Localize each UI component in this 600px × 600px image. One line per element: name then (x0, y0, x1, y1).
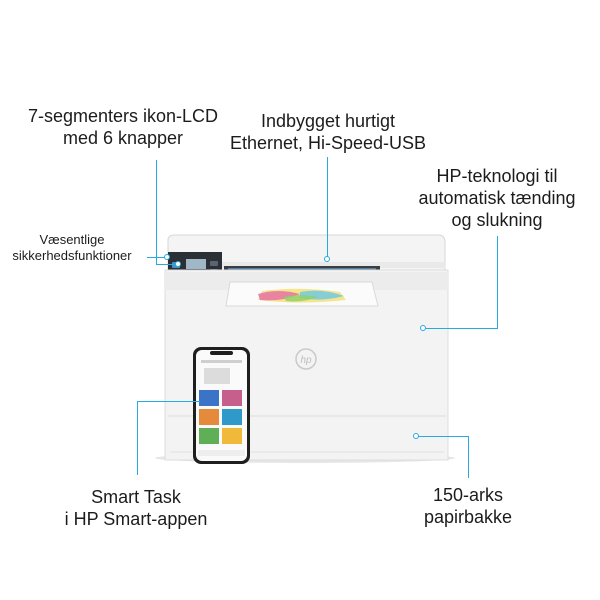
tray-marker (413, 433, 419, 439)
security-marker (164, 254, 170, 260)
callout-ethernet-line1: Indbygget hurtigt (260, 111, 396, 131)
security-leader (147, 257, 167, 258)
tray-leader-h (418, 436, 469, 437)
callout-security-line1: Væsentlige (39, 232, 105, 247)
tray-leader-v (468, 436, 469, 478)
callout-ethernet-line2: Ethernet, Hi-Speed-USB (229, 133, 427, 153)
callout-auto-onoff-line2: automatisk tænding (418, 188, 576, 208)
ethernet-leader (327, 157, 328, 258)
callout-smart-task-line2: i HP Smart-appen (64, 509, 208, 529)
callout-smart-task-line1: Smart Task (91, 487, 181, 507)
smart-task-leader-h (137, 401, 200, 402)
callout-smart-task: Smart Task i HP Smart-appen (44, 486, 228, 530)
auto-onoff-marker (420, 325, 426, 331)
callout-lcd-line2: med 6 knapper (62, 128, 184, 148)
callout-ethernet: Indbygget hurtigt Ethernet, Hi-Speed-USB (228, 110, 428, 154)
auto-onoff-leader-v (497, 236, 498, 328)
lcd-leader-h (156, 264, 178, 265)
callout-auto-onoff: HP-teknologi til automatisk tænding og s… (408, 165, 586, 231)
lcd-marker (175, 261, 181, 267)
callout-tray: 150-arks papirbakke (398, 484, 538, 528)
callout-tray-line1: 150-arks (432, 485, 504, 505)
callout-lcd-line1: 7-segmenters ikon-LCD (27, 106, 219, 126)
callout-security-line2: sikkerhedsfunktioner (12, 248, 132, 263)
callout-auto-onoff-line3: og slukning (451, 210, 543, 230)
callout-tray-line2: papirbakke (423, 507, 513, 527)
callout-auto-onoff-line1: HP-teknologi til (436, 166, 558, 186)
callout-lcd: 7-segmenters ikon-LCD med 6 knapper (12, 105, 234, 149)
svg-text:hp: hp (300, 355, 312, 366)
callout-security: Væsentlige sikkerhedsfunktioner (0, 232, 144, 264)
auto-onoff-leader-h (426, 328, 498, 329)
smart-task-leader-v (137, 401, 138, 475)
ethernet-marker (324, 256, 330, 262)
lcd-leader-v (156, 160, 157, 264)
phone-hp-smart-app (193, 347, 250, 464)
